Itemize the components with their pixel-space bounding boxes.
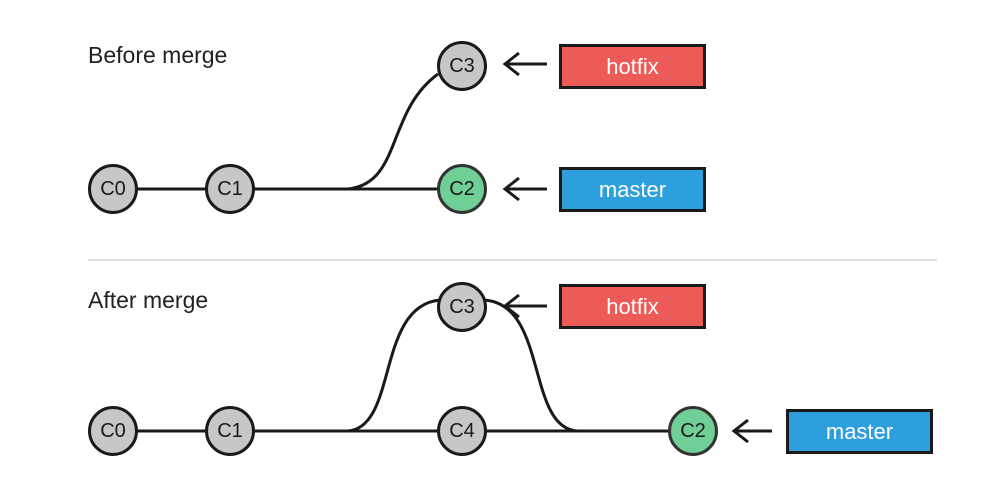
before-hotfix-branch-curve bbox=[347, 72, 439, 191]
after-master-left-arrow-icon bbox=[731, 418, 772, 444]
commit-label: C2 bbox=[680, 419, 706, 442]
commit-label: C0 bbox=[100, 419, 126, 442]
commit-label: C0 bbox=[100, 177, 126, 200]
commit-label: C3 bbox=[449, 54, 475, 77]
before-master-branch-label: master bbox=[559, 167, 706, 212]
after-hotfix-branch-label: hotfix bbox=[559, 284, 706, 329]
commit-label: C1 bbox=[217, 419, 243, 442]
before-hotfix-branch-label: hotfix bbox=[559, 44, 706, 89]
before-merge-title: Before merge bbox=[88, 42, 228, 68]
after-commit-c1: C1 bbox=[205, 406, 255, 456]
section-divider bbox=[88, 259, 937, 261]
after-hotfix-left-arrow-icon bbox=[502, 293, 547, 319]
commit-label: C2 bbox=[449, 177, 475, 200]
after-master-branch-label: master bbox=[786, 409, 933, 454]
before-hotfix-left-arrow-icon bbox=[502, 51, 547, 77]
branch-label-text: hotfix bbox=[606, 53, 659, 79]
branch-label-text: master bbox=[825, 418, 894, 444]
before-commit-c0: C0 bbox=[88, 164, 138, 214]
before-merge-edges bbox=[113, 51, 547, 202]
before-commit-c3: C3 bbox=[437, 41, 487, 91]
branch-label-text: hotfix bbox=[606, 293, 659, 319]
after-commit-c0: C0 bbox=[88, 406, 138, 456]
after-commit-c3: C3 bbox=[437, 282, 487, 332]
after-merge-title: After merge bbox=[88, 287, 209, 313]
before-commit-c2: C2 bbox=[437, 164, 487, 214]
commit-label: C1 bbox=[217, 177, 243, 200]
branch-label-text: master bbox=[598, 176, 667, 202]
after-commit-c2: C2 bbox=[668, 406, 718, 456]
commit-label: C4 bbox=[449, 419, 475, 442]
after-branch-out-curve bbox=[347, 298, 441, 433]
before-commit-c1: C1 bbox=[205, 164, 255, 214]
before-master-left-arrow-icon bbox=[502, 176, 547, 202]
commit-label: C3 bbox=[449, 295, 475, 318]
after-commit-c4: C4 bbox=[437, 406, 487, 456]
